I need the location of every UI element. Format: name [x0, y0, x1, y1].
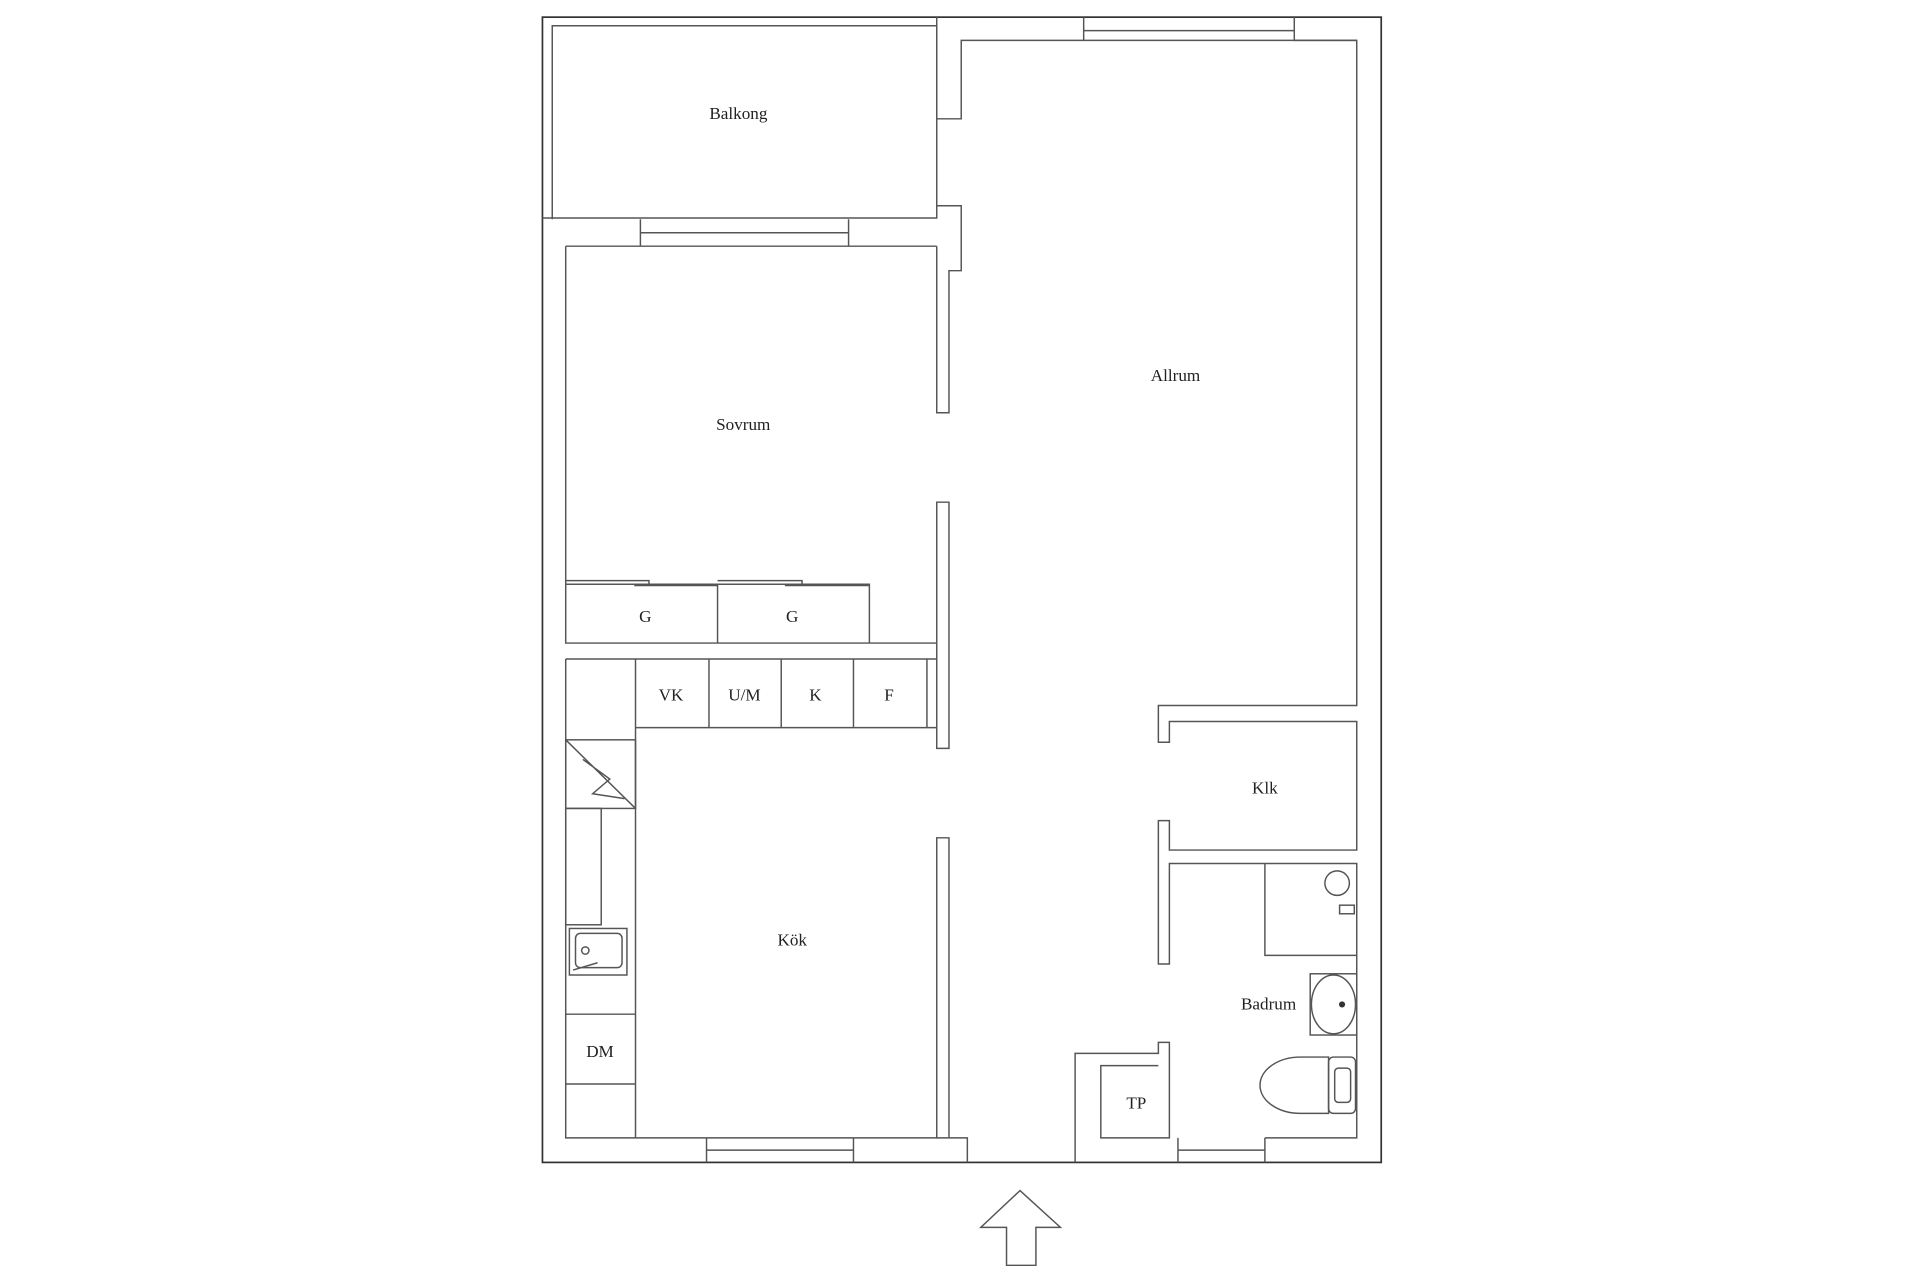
fixture-label-vk: VK	[659, 686, 684, 705]
fixture-label-dm: DM	[586, 1042, 614, 1061]
partition-wall	[936, 205, 969, 1163]
tp-cabinet	[1074, 1041, 1266, 1163]
kitchen-counter	[564, 658, 937, 1139]
room-label-allrum: Allrum	[1151, 366, 1201, 385]
bedroom-wall	[564, 219, 937, 644]
fixture-label-f: F	[884, 686, 894, 705]
room-label-sovrum: Sovrum	[716, 415, 771, 434]
entrance-arrow-icon	[978, 1189, 1063, 1267]
room-label-badrum: Badrum	[1241, 994, 1297, 1013]
window-kitchen	[705, 1137, 855, 1163]
stove-icon	[564, 739, 637, 810]
washbasin-icon	[1309, 973, 1358, 1036]
outer-wall	[541, 16, 1383, 1164]
shower-icon	[1264, 863, 1357, 957]
counter-block	[564, 807, 602, 926]
allrum-wall	[936, 17, 1358, 1139]
toilet-icon	[1259, 1056, 1357, 1115]
fixture-label-um: U/M	[728, 686, 760, 705]
room-label-klk: Klk	[1252, 779, 1278, 798]
fixture-label-g1: G	[639, 607, 651, 626]
fixture-label-k: K	[809, 686, 822, 705]
room-label-kok: Kök	[777, 931, 807, 950]
window-allrum	[1082, 17, 1357, 42]
fixture-label-tp: TP	[1126, 1094, 1146, 1113]
room-label-balkong: Balkong	[709, 104, 767, 123]
kitchen-sink-icon	[568, 927, 628, 976]
fixture-label-g2: G	[786, 607, 798, 626]
wardrobes	[565, 579, 871, 644]
